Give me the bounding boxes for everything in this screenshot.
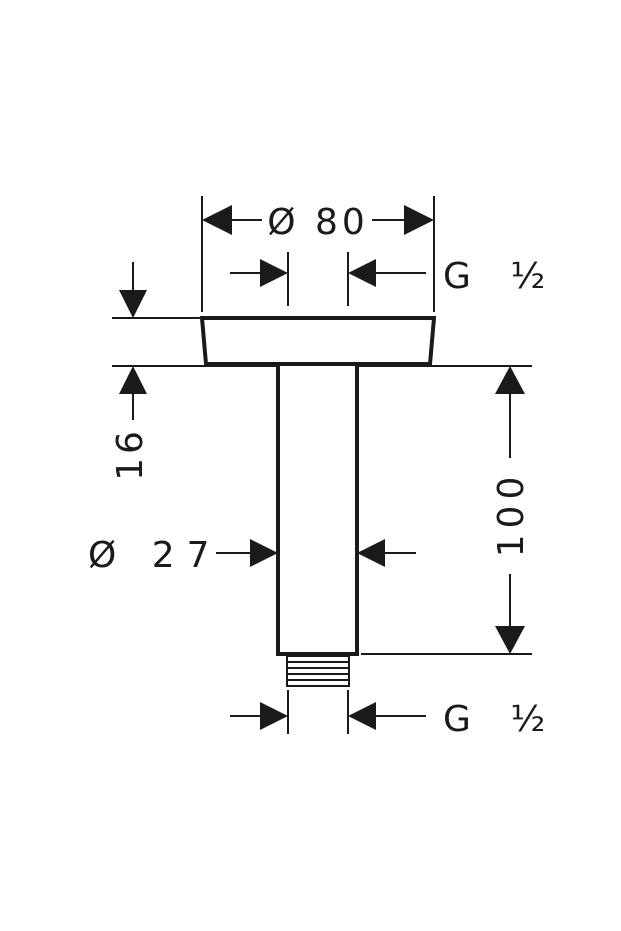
arrow-left — [348, 259, 376, 287]
arrow-left — [202, 205, 232, 235]
arrow-left — [357, 539, 385, 567]
dimension-length: 100 — [359, 365, 532, 655]
arrow-right — [260, 702, 288, 730]
arrow-left — [348, 702, 376, 730]
arrow-down — [119, 290, 147, 318]
dimension-flange-diameter: Ø 80 — [201, 196, 435, 312]
arrow-right — [250, 539, 278, 567]
arrow-up — [495, 366, 525, 394]
dimension-thread-bottom: G ½ — [230, 690, 559, 740]
flange-height-label: 16 — [110, 427, 151, 481]
dimension-thread-top: G ½ — [230, 252, 559, 306]
flange — [199, 316, 437, 366]
flange-diameter-label: Ø 80 — [267, 202, 369, 243]
thread-bottom — [286, 655, 350, 687]
dimension-flange-height: 16 — [110, 262, 276, 481]
arrow-up — [119, 366, 147, 394]
pipe — [276, 366, 359, 656]
dimension-pipe-diameter: Ø 27 — [88, 535, 416, 576]
thread-bottom-label: G ½ — [443, 699, 559, 740]
thread-top-label: G ½ — [443, 256, 559, 297]
length-label: 100 — [491, 471, 532, 558]
arrow-down — [495, 626, 525, 654]
arrow-right — [260, 259, 288, 287]
pipe-diameter-label: Ø 27 — [88, 535, 222, 576]
arrow-right — [404, 205, 434, 235]
